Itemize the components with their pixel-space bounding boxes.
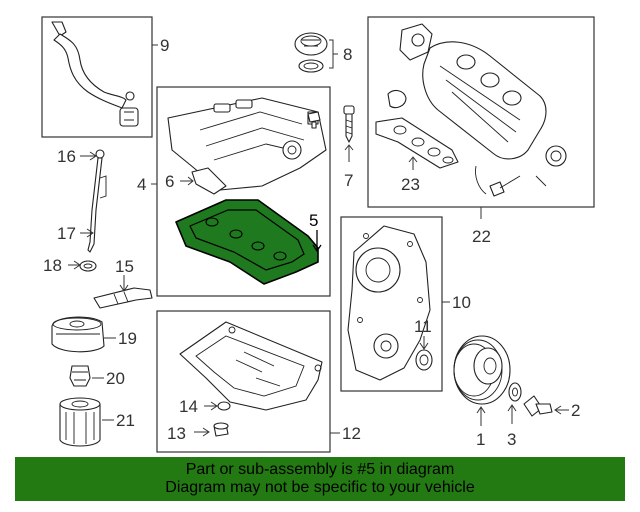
part-3-washer[interactable]: [508, 382, 522, 402]
frame-9: [41, 16, 153, 138]
part-7-bolt[interactable]: [343, 105, 355, 143]
callout-3: 3: [507, 430, 516, 449]
part-16-dipstick[interactable]: [87, 149, 107, 253]
part-21-oil-filter[interactable]: [59, 397, 101, 447]
callout-5: 5: [309, 211, 318, 230]
callout-20: 20: [106, 369, 125, 388]
part-2-crank-bolt[interactable]: [523, 395, 553, 417]
part-10-timing-cover[interactable]: [347, 225, 431, 381]
callout-16: 16: [57, 147, 76, 166]
callout-17: 17: [57, 224, 76, 243]
part-4-valve-cover[interactable]: [167, 97, 327, 191]
part-6-cover-gasket[interactable]: [191, 167, 227, 195]
callout-10: 10: [452, 293, 471, 312]
part-9-breather-hose[interactable]: [51, 21, 139, 127]
info-banner: Part or sub-assembly is #5 in diagram Di…: [15, 457, 625, 501]
part-22-intake-manifold[interactable]: [387, 23, 567, 197]
callout-19: 19: [118, 329, 137, 348]
part-13-drain-plug[interactable]: [213, 422, 229, 437]
callout-12: 12: [342, 424, 361, 443]
callout-22: 22: [472, 227, 491, 246]
callout-14: 14: [179, 397, 198, 416]
callout-13: 13: [167, 424, 186, 443]
part-15-sealant[interactable]: [93, 287, 153, 309]
frame-10: [340, 216, 443, 392]
part-5-valve-cover-gasket[interactable]: [175, 199, 319, 285]
callout-8: 8: [343, 45, 352, 64]
callout-21: 21: [116, 411, 135, 430]
callout-2: 2: [571, 401, 580, 420]
callout-1: 1: [476, 430, 485, 449]
frame-12: [156, 310, 331, 453]
callout-15: 15: [115, 257, 134, 276]
part-1-crank-pulley[interactable]: [453, 335, 511, 405]
part-18-o-ring[interactable]: [79, 260, 97, 272]
frame-4: [156, 86, 331, 297]
callout-4: 4: [137, 175, 146, 194]
callout-6: 6: [165, 172, 174, 191]
part-14-washer[interactable]: [217, 401, 231, 411]
part-8-oil-cap[interactable]: [294, 32, 328, 73]
callout-18: 18: [43, 256, 62, 275]
callout-9: 9: [160, 36, 169, 55]
banner-line-2: Diagram may not be specific to your vehi…: [165, 479, 475, 496]
part-20-fitting[interactable]: [69, 365, 91, 387]
callout-7: 7: [344, 171, 353, 190]
part-11-seal[interactable]: [415, 349, 433, 371]
callout-23: 23: [401, 175, 420, 194]
parts-diagram: 9 8 23 22: [41, 16, 595, 453]
banner-line-1: Part or sub-assembly is #5 in diagram: [185, 461, 455, 478]
part-19-oil-cooler[interactable]: [51, 316, 105, 353]
callout-11: 11: [414, 317, 432, 336]
part-small-bolt[interactable]: [307, 111, 321, 129]
part-23-manifold-gasket[interactable]: [375, 117, 459, 169]
part-12-oil-pan[interactable]: [179, 321, 323, 411]
